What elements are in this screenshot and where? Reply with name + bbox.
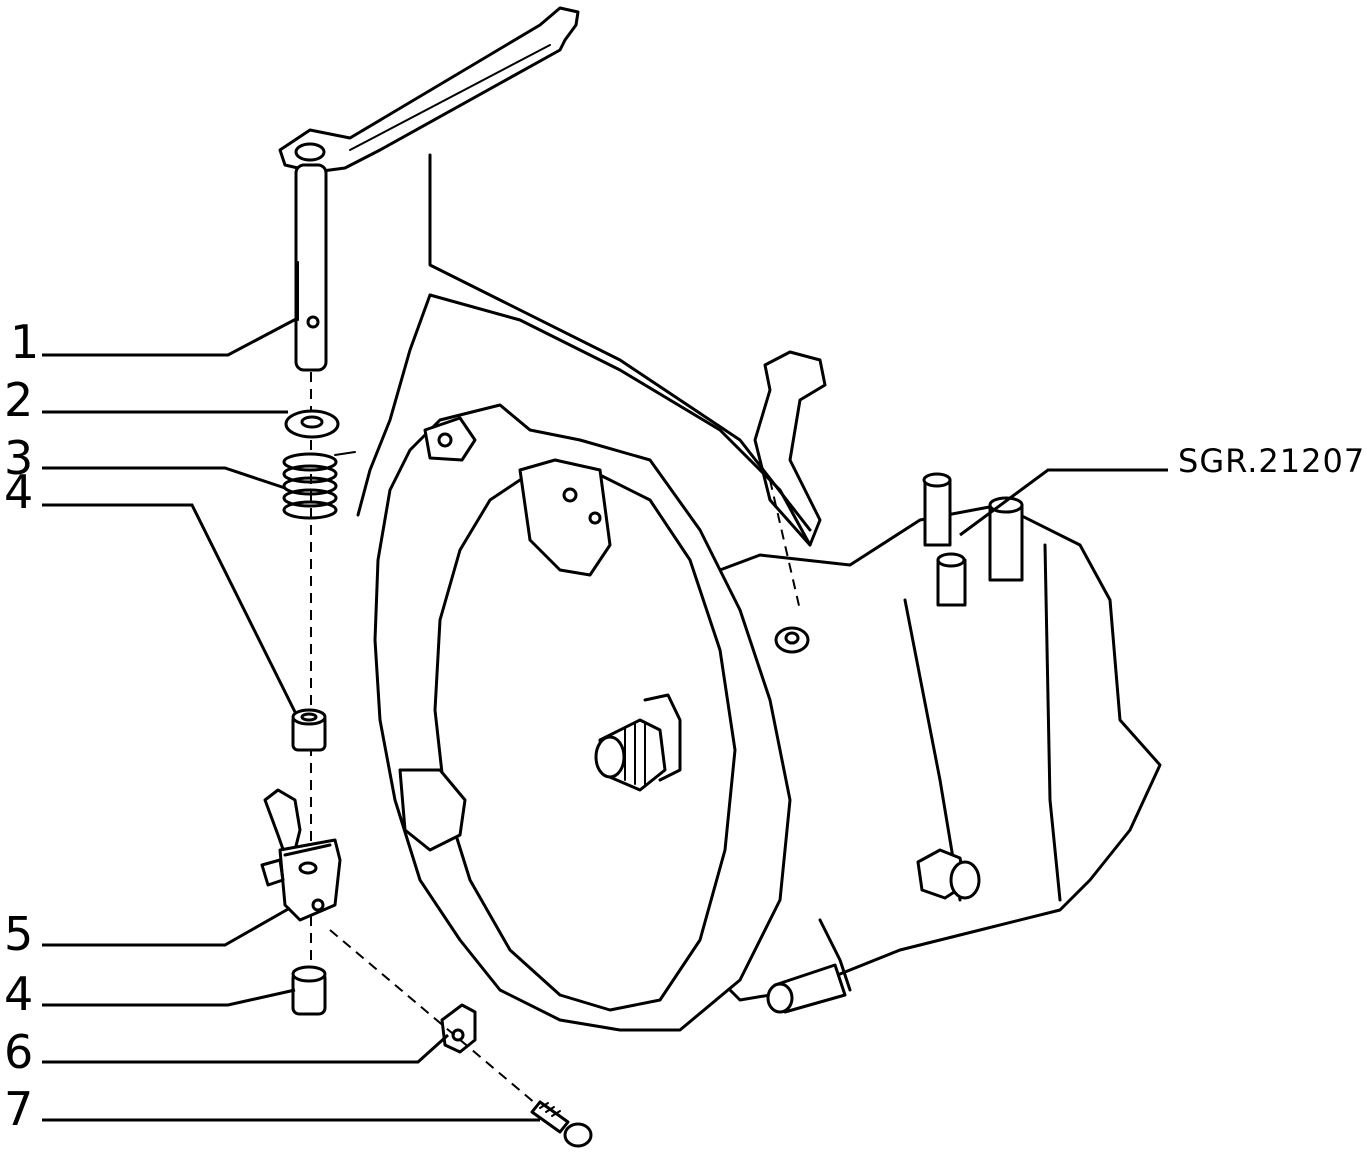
callout-7: 7 [4,1082,33,1136]
leader-lines [42,316,1168,1122]
part-2-washer [284,409,340,439]
part-7-screw [530,1100,593,1148]
callout-3: 3 [4,431,33,485]
part-6-clip [329,929,556,1121]
leader-6 [42,1033,450,1064]
part-4-bush-upper [291,708,327,752]
gearbox-housing [373,350,1162,1032]
callout-4-lower: 4 [4,967,33,1021]
callout-6: 6 [4,1025,33,1079]
part-4-bush-lower [291,965,327,1016]
callout-labels: 1 2 3 4 5 4 6 7 [4,315,39,1136]
leader-ref [959,468,1168,537]
leader-1 [42,316,299,357]
leader-3 [42,466,286,490]
part-5-selector-finger [260,788,342,922]
callout-5: 5 [4,907,33,961]
callout-4-upper: 4 [4,465,33,519]
reference-code: SGR.21207 [1178,442,1365,480]
leader-5 [42,906,291,947]
detail-frame [356,153,812,547]
leader-4b [42,988,296,1007]
callout-1: 1 [10,315,39,369]
part-3-spring [282,451,356,520]
callout-2: 2 [4,373,33,427]
leader-4a [42,503,297,713]
